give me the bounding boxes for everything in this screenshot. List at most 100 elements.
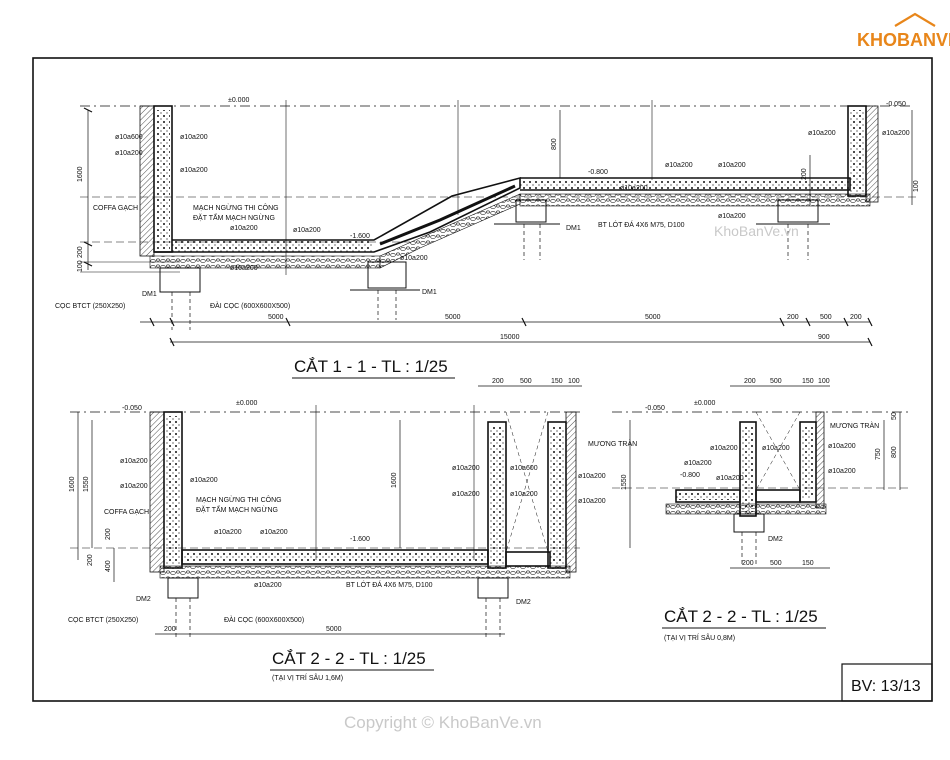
rebar-label: ø10a200 bbox=[214, 529, 242, 536]
logo: KHOBANVE bbox=[857, 12, 950, 50]
rebar-label: ø10a200 bbox=[578, 498, 606, 505]
rebar-label: ø10a600 bbox=[510, 465, 538, 472]
rebar-label: ø10a200 bbox=[452, 491, 480, 498]
dm2-label: DM2 bbox=[768, 536, 783, 543]
dim-text: 150 bbox=[551, 378, 563, 385]
dim-text: 100 bbox=[568, 378, 580, 385]
dm1-label: DM1 bbox=[142, 291, 157, 298]
level-top: ±0.000 bbox=[236, 400, 257, 407]
dim-text: 1550 bbox=[621, 474, 628, 490]
rebar-label: ø10a200 bbox=[828, 443, 856, 450]
level-top: ±0.000 bbox=[694, 400, 715, 407]
rebar-label: ø10a200 bbox=[718, 213, 746, 220]
level-top: ±0.000 bbox=[228, 97, 249, 104]
rebar-label: ø10a200 bbox=[115, 150, 143, 157]
rebar-label: ø10a200 bbox=[260, 529, 288, 536]
dim-text: 200 bbox=[744, 378, 756, 385]
sheet-number-box: BV: 13/13 bbox=[841, 663, 933, 702]
dim-text: 1550 bbox=[83, 476, 90, 492]
dim-text: 5000 bbox=[268, 314, 284, 321]
level-left: -0.050 bbox=[122, 405, 142, 412]
dim-text: 200 bbox=[850, 314, 862, 321]
dim-text: 800 bbox=[891, 446, 898, 458]
rebar-label: ø10a200 bbox=[452, 465, 480, 472]
section-2-subtitle: (TẠI VỊ TRÍ SÂU 1,6M) bbox=[272, 673, 343, 682]
rebar-label: ø10a200 bbox=[230, 265, 258, 272]
dim-text: 500 bbox=[770, 560, 782, 567]
dim-text: 100 bbox=[913, 180, 920, 192]
dim-total: 15000 bbox=[500, 334, 520, 341]
dim-text: 500 bbox=[820, 314, 832, 321]
dm1-label: DM1 bbox=[566, 225, 581, 232]
dim-text: 5000 bbox=[645, 314, 661, 321]
level-left: -0.050 bbox=[645, 405, 665, 412]
section-2-title: CẮT 2 - 2 - TL : 1/25 bbox=[272, 649, 426, 668]
dim-text: 200 bbox=[87, 554, 94, 566]
mach-label-1: MẠCH NGỪNG THI CÔNG bbox=[196, 495, 282, 504]
rebar-label: ø10a200 bbox=[578, 473, 606, 480]
dm1-label: DM1 bbox=[422, 289, 437, 296]
rebar-label: ø10a200 bbox=[180, 134, 208, 141]
dim-text: 1600 bbox=[69, 476, 76, 492]
dim-text: 1600 bbox=[391, 472, 398, 488]
dim-text: 1600 bbox=[77, 166, 84, 182]
rebar-label: ø10a200 bbox=[254, 582, 282, 589]
rebar-label: ø10a200 bbox=[718, 162, 746, 169]
rebar-label: ø10a600 bbox=[115, 134, 143, 141]
level-mid: -0.800 bbox=[680, 472, 700, 479]
dim-text: 200 bbox=[77, 246, 84, 258]
dim-right: 900 bbox=[818, 334, 830, 341]
muong-label: MƯƠNG TRÀN bbox=[830, 421, 879, 430]
watermark-copyright: Copyright © KhoBanVe.vn bbox=[344, 713, 542, 732]
rebar-label: ø10a200 bbox=[828, 468, 856, 475]
coffa-label: COFFA GẠCH bbox=[104, 509, 149, 516]
dim-text: 200 bbox=[105, 528, 112, 540]
dim-text: 800 bbox=[551, 138, 558, 150]
dim-text: 5000 bbox=[326, 626, 342, 633]
rebar-label: ø10a200 bbox=[120, 458, 148, 465]
rebar-label: ø10a200 bbox=[716, 475, 744, 482]
section-1-title: CẮT 1 - 1 - TL : 1/25 bbox=[294, 357, 448, 376]
dim-text: 500 bbox=[520, 378, 532, 385]
coc-label: CỌC BTCT (250X250) bbox=[55, 303, 125, 310]
rebar-label: ø10a200 bbox=[882, 130, 910, 137]
dim-text: 500 bbox=[770, 378, 782, 385]
watermark-center: KhoBanVe.vn bbox=[714, 223, 799, 239]
rebar-label: ø10a200 bbox=[684, 460, 712, 467]
rebar-label: ø10a200 bbox=[808, 130, 836, 137]
section-2-2-shallow: 200 500 150 100 50 750 800 1550 200 500 … bbox=[612, 378, 910, 642]
dm2-label: DM2 bbox=[516, 599, 531, 606]
level-right: -0.050 bbox=[886, 101, 906, 108]
section-2-2-deep: 200 500 150 100 1600 1550 200 400 200 16… bbox=[68, 378, 637, 682]
dim-text: 50 bbox=[891, 412, 898, 420]
sheet-number: BV: 13/13 bbox=[851, 678, 921, 695]
coc-label: CỌC BTCT (250X250) bbox=[68, 617, 138, 624]
logo-text: KHOBANVE bbox=[857, 30, 950, 50]
dim-text: 200 bbox=[492, 378, 504, 385]
level-low: -1.600 bbox=[350, 233, 370, 240]
section-1-1: ø10a600 ø10a200 ø10a200 ø10a200 ø10a200 … bbox=[55, 97, 920, 379]
dm2-label: DM2 bbox=[136, 596, 151, 603]
mach-label-1: MẠCH NGỪNG THI CÔNG bbox=[193, 203, 279, 212]
rebar-label: ø10a200 bbox=[510, 491, 538, 498]
dim-text: 750 bbox=[875, 448, 882, 460]
dim-text: 200 bbox=[801, 168, 808, 180]
dim-text: 100 bbox=[77, 260, 84, 272]
dai-label: ĐÀI CỌC (600X600X500) bbox=[224, 615, 304, 624]
level-mid: -0.800 bbox=[588, 169, 608, 176]
dim-text: 200 bbox=[742, 560, 754, 567]
rebar-label: ø10a200 bbox=[190, 477, 218, 484]
rebar-label: ø10a200 bbox=[120, 483, 148, 490]
rebar-label: ø10a200 bbox=[620, 185, 648, 192]
rebar-label: ø10a200 bbox=[762, 445, 790, 452]
rebar-label: ø10a200 bbox=[665, 162, 693, 169]
rebar-label: ø10a200 bbox=[230, 225, 258, 232]
rebar-label: ø10a200 bbox=[180, 167, 208, 174]
rebar-label: ø10a200 bbox=[400, 255, 428, 262]
bt-lot-label: BT LÓT ĐÁ 4X6 M75, D100 bbox=[598, 220, 685, 229]
section-3-subtitle: (TẠI VỊ TRÍ SÂU 0,8M) bbox=[664, 633, 735, 642]
bt-lot-label: BT LÓT ĐÁ 4X6 M75, D100 bbox=[346, 580, 433, 589]
dim-text: 5000 bbox=[445, 314, 461, 321]
dai-label: ĐÀI CỌC (600X600X500) bbox=[210, 301, 290, 310]
